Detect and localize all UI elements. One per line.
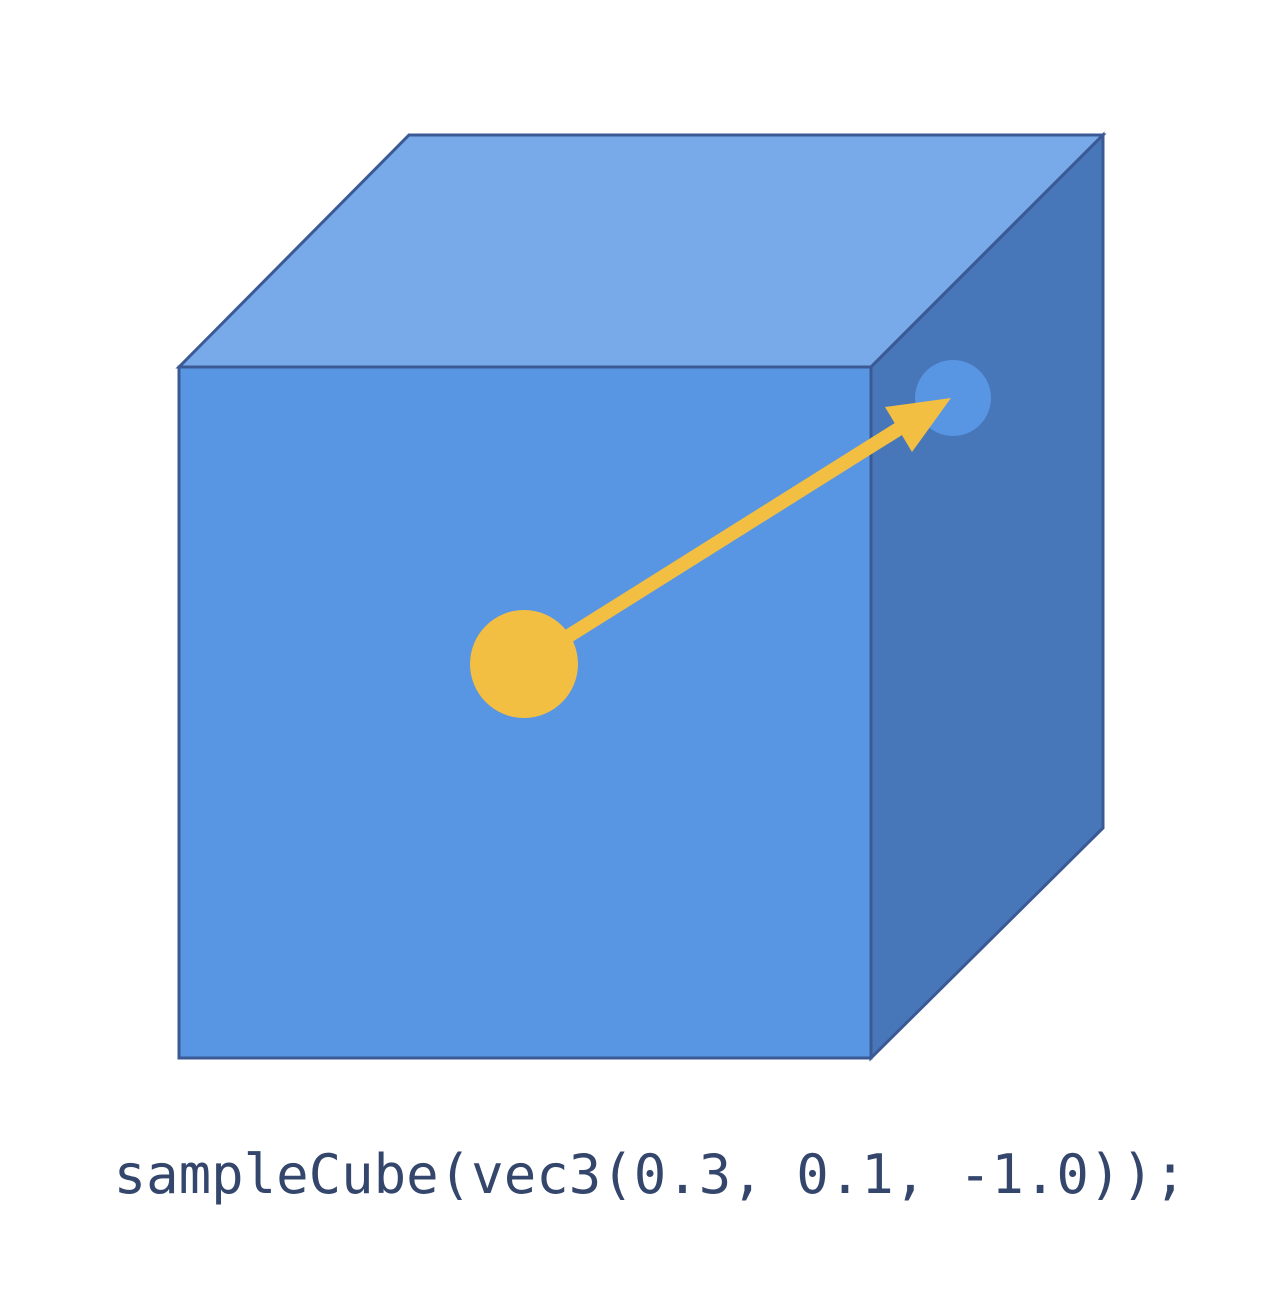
direction-vector-arrow — [520, 398, 951, 670]
code-caption: sampleCube(vec3(0.3, 0.1, -1.0)); — [114, 1143, 1187, 1206]
origin-dot — [470, 610, 578, 718]
arrow-shaft — [520, 417, 912, 670]
arrow-head — [885, 398, 951, 452]
